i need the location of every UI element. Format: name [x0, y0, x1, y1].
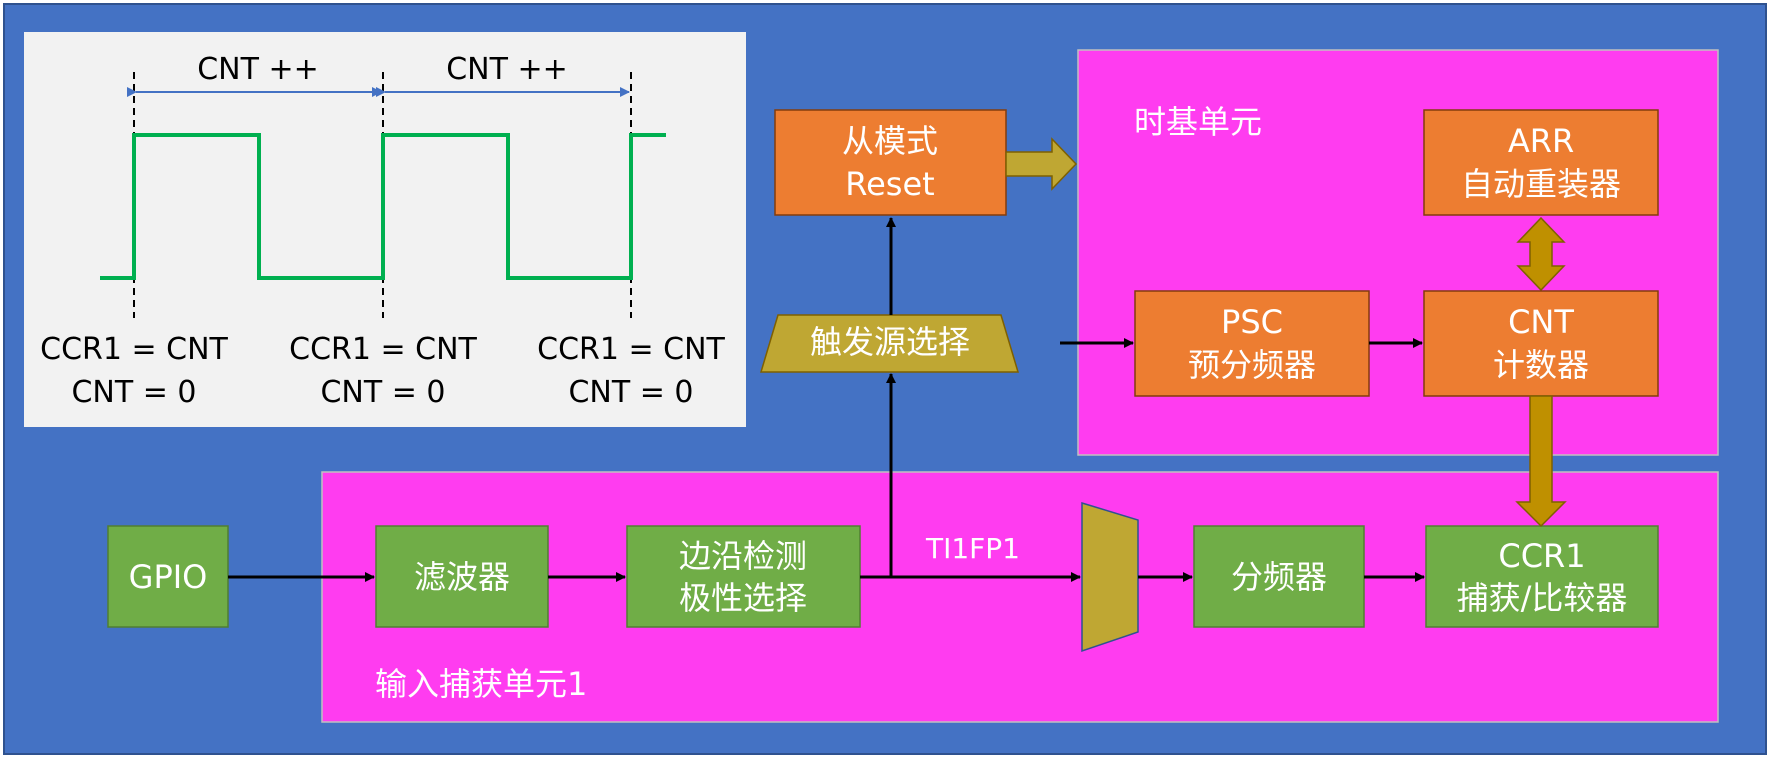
edge-detect-line1: 边沿检测 — [679, 537, 807, 575]
arr-cnt-double-arrow — [1516, 216, 1566, 292]
interval-label-1: CNT ++ — [197, 52, 319, 87]
filter-block — [375, 525, 549, 628]
edge-detect-line2: 极性选择 — [679, 579, 807, 617]
psc-block — [1134, 290, 1370, 397]
psc-label-line1: PSC — [1221, 303, 1283, 341]
slave-mode-line2: Reset — [845, 165, 934, 203]
filter-label: 滤波器 — [414, 558, 510, 596]
slave-to-timebase-arrow — [1005, 137, 1078, 191]
ti1fp1-label: TI1FP1 — [925, 532, 1020, 565]
event-1-line1: CCR1 = CNT — [40, 332, 228, 367]
timing-panel: CNT ++ CNT ++ CCR1 = CNT CNT = 0 CCR1 = … — [24, 32, 746, 427]
arr-block — [1423, 109, 1659, 216]
trigger-select-label: 触发源选择 — [810, 323, 970, 361]
arr-label-line2: 自动重装器 — [1461, 165, 1621, 203]
trigger-select-block — [759, 314, 1020, 373]
cnt-label-line2: 计数器 — [1493, 346, 1589, 384]
cnt-to-ccr1-arrow — [1515, 395, 1567, 528]
mux-block — [1081, 501, 1139, 653]
cnt-block — [1423, 290, 1659, 397]
time-base-unit: 时基单元 ARR 自动重装器 PSC 预分频器 CNT 计数器 — [1060, 49, 1719, 456]
ccr1-block — [1425, 525, 1659, 628]
divider-label: 分频器 — [1231, 558, 1327, 596]
psc-label-line2: 预分频器 — [1188, 346, 1316, 384]
event-3-line1: CCR1 = CNT — [537, 332, 725, 367]
gpio-block — [107, 525, 229, 628]
cnt-label-line1: CNT — [1508, 303, 1574, 341]
ccr1-line2: 捕获/比较器 — [1457, 579, 1628, 617]
square-wave-signal — [100, 133, 666, 280]
input-capture-title: 输入捕获单元1 — [375, 665, 587, 703]
slave-mode-line1: 从模式 — [842, 122, 938, 160]
gpio-label: GPIO — [129, 558, 208, 596]
event-1-line2: CNT = 0 — [71, 375, 196, 410]
input-capture-unit: 输入捕获单元1 滤波器 边沿检测 极性选择 TI1FP1 分频器 CCR1 捕获… — [321, 373, 1719, 723]
event-2-line2: CNT = 0 — [320, 375, 445, 410]
time-base-title: 时基单元 — [1134, 103, 1262, 141]
edge-detect-block — [626, 525, 861, 628]
event-3-line2: CNT = 0 — [568, 375, 693, 410]
event-2-line1: CCR1 = CNT — [289, 332, 477, 367]
divider-block — [1193, 525, 1365, 628]
interval-label-2: CNT ++ — [446, 52, 568, 87]
ccr1-line1: CCR1 — [1498, 537, 1585, 575]
slave-mode-group: 从模式 Reset 触发源选择 — [759, 109, 1078, 373]
arr-label-line1: ARR — [1508, 122, 1574, 160]
